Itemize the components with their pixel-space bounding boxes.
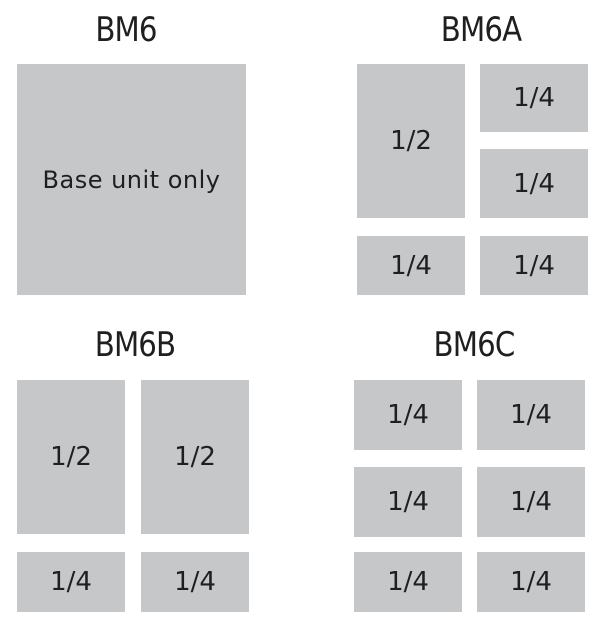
bm6c-quarter-pan-5: 1/4 (354, 552, 462, 612)
bm6a-quarter-pan-3: 1/4 (357, 236, 465, 295)
bm6a-half-pan: 1/2 (357, 64, 465, 218)
bm6c-quarter-pan-6: 1/4 (477, 552, 585, 612)
bm6b-quarter-pan-1: 1/4 (17, 552, 125, 612)
bm6c-quarter-pan-2: 1/4 (477, 380, 585, 450)
title-bm6c: BM6C (433, 325, 516, 365)
bm6a-quarter-pan-2: 1/4 (480, 149, 588, 218)
bm6c-quarter-pan-4: 1/4 (477, 467, 585, 537)
title-bm6b: BM6B (94, 325, 176, 365)
bm6a-quarter-pan-1: 1/4 (480, 64, 588, 132)
bm6a-quarter-pan-4: 1/4 (480, 236, 588, 295)
bm6c-quarter-pan-3: 1/4 (354, 467, 462, 537)
bm6c-quarter-pan-1: 1/4 (354, 380, 462, 450)
bm6b-quarter-pan-2: 1/4 (141, 552, 249, 612)
bm6-base-unit: Base unit only (17, 64, 246, 295)
title-bm6: BM6 (95, 10, 157, 50)
bm6b-half-pan-2: 1/2 (141, 380, 249, 534)
bm6b-half-pan-1: 1/2 (17, 380, 125, 534)
title-bm6a: BM6A (440, 10, 522, 50)
